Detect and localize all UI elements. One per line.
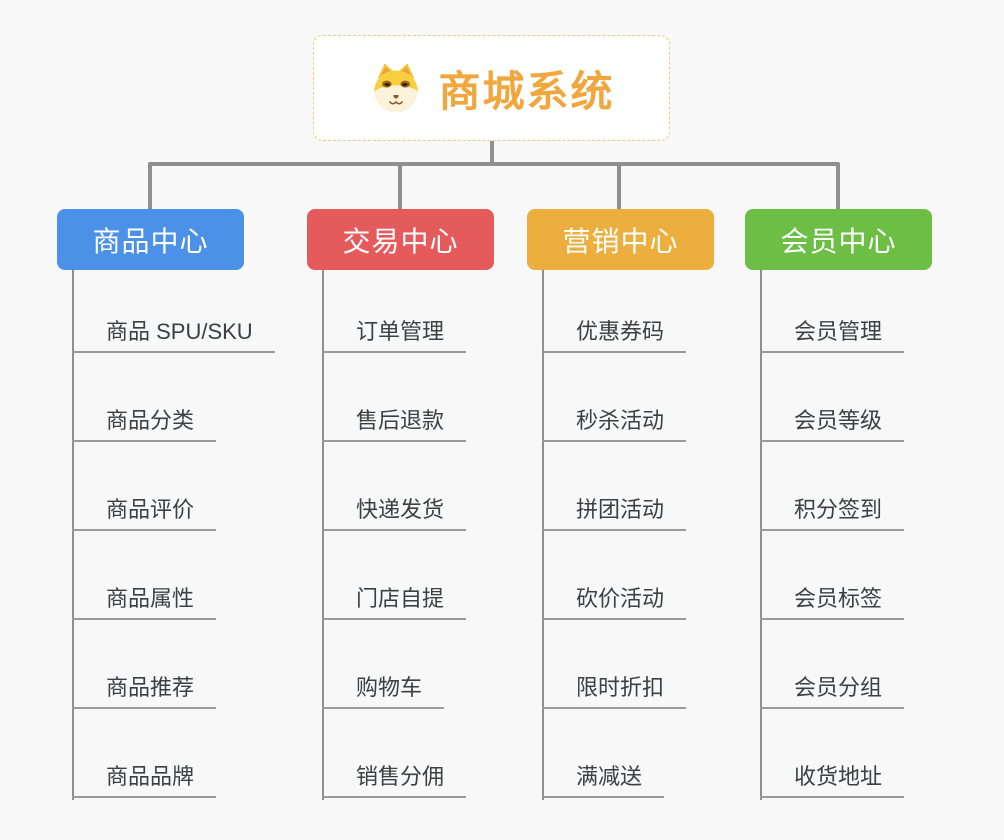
leaf-item[interactable]: 收货地址 [760, 764, 905, 798]
dog-face-icon [368, 60, 424, 116]
connector-drop [617, 164, 621, 210]
connector-drop [398, 164, 402, 210]
branch-node-goods-center[interactable]: 商品中心 [57, 209, 244, 270]
root-node[interactable]: 商城系统 [313, 35, 670, 141]
leaf-item[interactable]: 积分签到 [760, 497, 905, 531]
leaf-item[interactable]: 商品 SPU/SKU [72, 319, 275, 353]
leaf-item[interactable]: 砍价活动 [542, 586, 687, 620]
leaf-item[interactable]: 商品品牌 [72, 764, 217, 798]
branch-spine [72, 270, 74, 800]
branch-label: 营销中心 [562, 225, 679, 257]
leaf-item[interactable]: 会员标签 [760, 586, 905, 620]
connector-bus [148, 162, 840, 166]
leaf-item[interactable]: 满减送 [542, 764, 665, 798]
leaf-item[interactable]: 会员等级 [760, 408, 905, 442]
leaf-item[interactable]: 商品属性 [72, 586, 217, 620]
branch-label: 交易中心 [342, 225, 459, 257]
leaf-item[interactable]: 商品评价 [72, 497, 217, 531]
branch-spine [542, 270, 544, 800]
leaf-item[interactable]: 会员管理 [760, 319, 905, 353]
connector-root-stub [490, 140, 494, 166]
leaf-item[interactable]: 快递发货 [322, 497, 467, 531]
leaf-item[interactable]: 销售分佣 [322, 764, 467, 798]
leaf-item[interactable]: 售后退款 [322, 408, 467, 442]
branch-spine [322, 270, 324, 800]
leaf-item[interactable]: 订单管理 [322, 319, 467, 353]
connector-drop [836, 164, 840, 210]
branch-label: 会员中心 [780, 225, 897, 257]
branch-node-marketing-center[interactable]: 营销中心 [527, 209, 714, 270]
connector-drop [148, 164, 152, 210]
root-title: 商城系统 [438, 67, 615, 115]
leaf-item[interactable]: 商品分类 [72, 408, 217, 442]
leaf-item[interactable]: 限时折扣 [542, 675, 687, 709]
leaf-item[interactable]: 秒杀活动 [542, 408, 687, 442]
leaf-item[interactable]: 会员分组 [760, 675, 905, 709]
leaf-item[interactable]: 商品推荐 [72, 675, 217, 709]
branch-node-trade-center[interactable]: 交易中心 [307, 209, 494, 270]
leaf-item[interactable]: 门店自提 [322, 586, 467, 620]
leaf-item[interactable]: 购物车 [322, 675, 445, 709]
branch-node-member-center[interactable]: 会员中心 [745, 209, 932, 270]
leaf-item[interactable]: 拼团活动 [542, 497, 687, 531]
branch-spine [760, 270, 762, 800]
branch-label: 商品中心 [92, 225, 209, 257]
leaf-item[interactable]: 优惠券码 [542, 319, 687, 353]
